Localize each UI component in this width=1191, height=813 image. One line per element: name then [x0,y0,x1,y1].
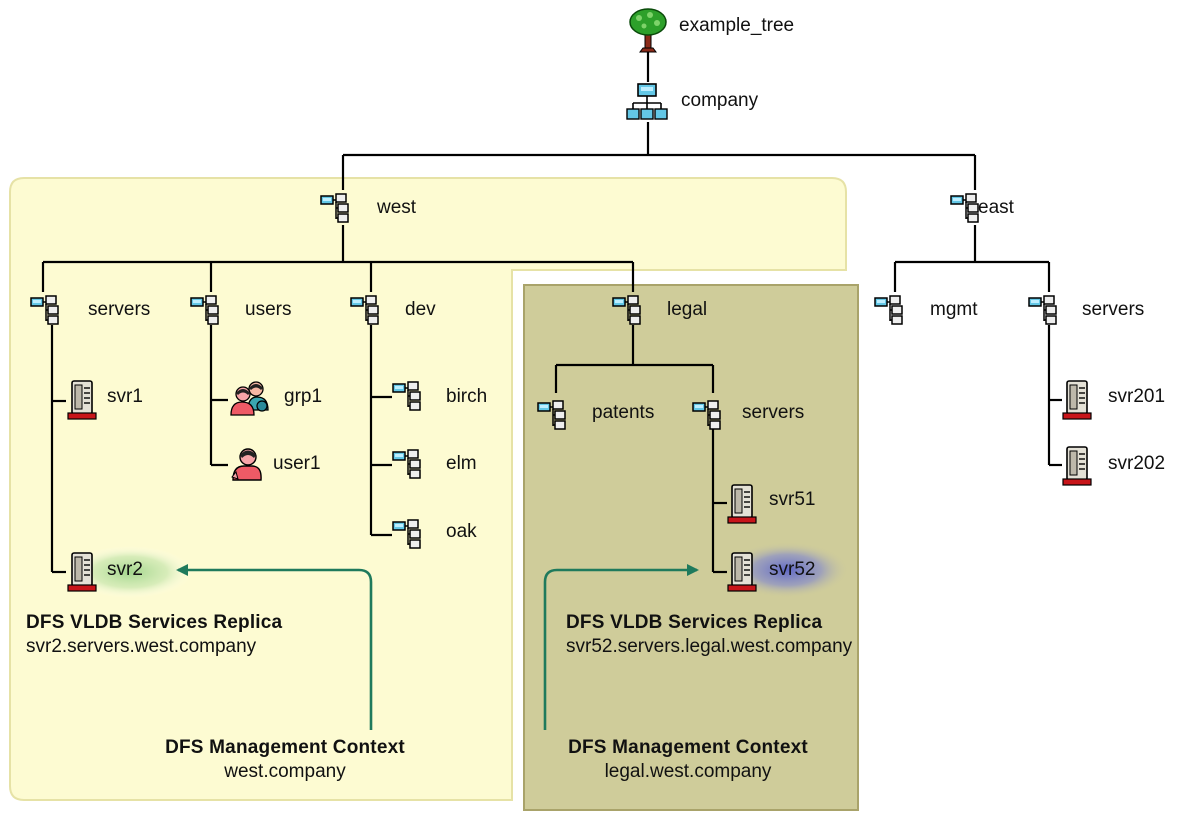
west-replica-callout: DFS VLDB Services Replica svr2.servers.w… [26,611,282,659]
legal-context-subtitle: legal.west.company [604,761,772,782]
legal-replica-callout: DFS VLDB Services Replica svr52.servers.… [566,611,852,659]
svr2-label: svr2 [107,559,143,580]
svr52-label: svr52 [769,559,816,580]
root-label: example_tree [679,15,795,36]
east-label: east [978,197,1014,218]
organizational-unit-icon-east [950,193,979,223]
server-icon-svr52 [727,552,757,592]
company-label: company [681,90,759,111]
west-replica-subtitle: svr2.servers.west.company [26,636,257,657]
organizational-unit-icon-servers-east [1028,295,1057,325]
tree-connectors [41,48,1062,574]
server-icon-svr51 [727,484,757,524]
west-context-title: DFS Management Context [165,737,405,758]
svr1-label: svr1 [107,386,143,407]
user1-label: user1 [273,453,321,474]
west-context-subtitle: west.company [224,761,346,782]
west-servers-label: servers [88,299,151,320]
elm-label: elm [446,453,477,474]
patents-label: patents [592,402,655,423]
west-replica-title: DFS VLDB Services Replica [26,612,283,633]
legal-context-title: DFS Management Context [568,737,808,758]
svr202-label: svr202 [1108,453,1166,474]
legal-region [523,284,859,811]
server-icon-svr2 [67,552,97,592]
legal-context-callout: DFS Management Context legal.west.compan… [520,736,856,784]
server-icon-svr201 [1062,380,1092,420]
legal-replica-title: DFS VLDB Services Replica [566,612,823,633]
legal-context-arrow [543,564,699,730]
svr201-label: svr201 [1108,386,1166,407]
dev-label: dev [405,299,436,320]
grp1-label: grp1 [284,386,323,407]
west-context-arrow [176,564,373,730]
west-label: west [377,197,417,218]
birch-label: birch [446,386,488,407]
svr51-label: svr51 [769,489,816,510]
svr52-highlight [725,542,849,598]
west-region [9,177,847,801]
oak-label: oak [446,521,477,542]
mgmt-label: mgmt [930,299,978,320]
organization-icon [626,83,668,120]
organizational-unit-icon-mgmt [874,295,903,325]
legal-replica-subtitle: svr52.servers.legal.west.company [566,636,853,657]
east-servers-label: servers [1082,299,1145,320]
legal-label: legal [667,299,708,320]
server-icon-svr202 [1062,446,1092,486]
west-context-callout: DFS Management Context west.company [117,736,453,784]
server-icon-svr1 [67,380,97,420]
users-label: users [245,299,292,320]
svr2-highlight [68,546,192,598]
legal-servers-label: servers [742,402,805,423]
tree-icon [629,8,667,53]
